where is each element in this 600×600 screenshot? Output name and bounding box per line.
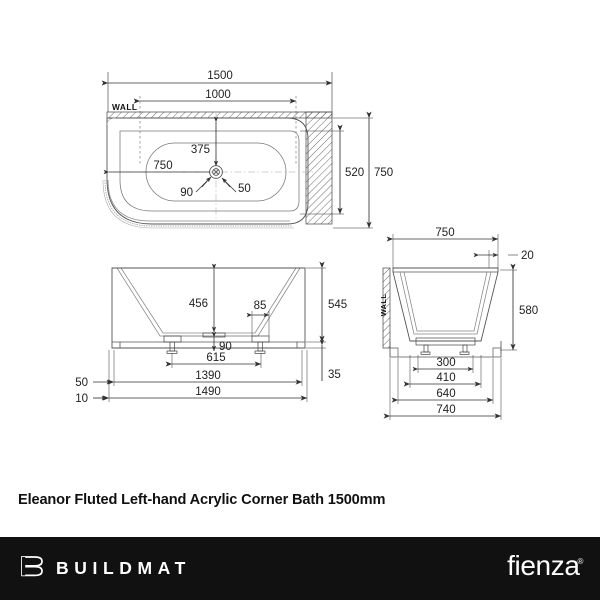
- dim-label: 1390: [195, 370, 221, 382]
- dim-side-410: 410: [403, 355, 482, 388]
- dim-plan-1500: 1500: [101, 70, 333, 112]
- side-support-foot-right: [459, 344, 470, 355]
- side-wall-hatch: [382, 267, 391, 349]
- dim-label: 615: [206, 352, 225, 364]
- dim-label: 580: [519, 305, 538, 317]
- dim-side-20: 20: [473, 250, 534, 268]
- dim-label: 375: [191, 144, 210, 156]
- front-bowl-profile-outer: [116, 267, 301, 337]
- dim-front-1490: 1490: [102, 350, 308, 402]
- dim-side-750: 750: [386, 227, 499, 268]
- dim-side-300: 300: [412, 355, 474, 373]
- dim-plan-50-diagonal: 50: [221, 177, 251, 195]
- page-title: Eleanor Fluted Left-hand Acrylic Corner …: [18, 492, 386, 508]
- fienza-wordmark: fienza: [507, 550, 580, 581]
- plan-wall-hatch-right: [305, 111, 333, 225]
- dim-label: 456: [189, 298, 208, 310]
- dim-label: 1490: [195, 386, 221, 398]
- plan-view-group: 1500 1000 WALL: [101, 70, 393, 229]
- side-bath-outer-outline: [392, 267, 499, 342]
- side-plinth-outline: [389, 341, 502, 358]
- side-support-foot-left: [420, 344, 431, 355]
- dim-label: 300: [436, 357, 455, 369]
- plan-fluted-edge-scallop: [104, 179, 292, 227]
- dim-label: 740: [436, 404, 455, 416]
- dim-plan-375: 375: [191, 116, 219, 167]
- front-support-foot-left: [163, 335, 182, 354]
- brand-footer: BUILDMAT fienza®: [0, 537, 600, 600]
- plan-bath-rim-outline: [119, 130, 300, 212]
- dim-label: 90: [180, 187, 193, 199]
- side-plinth-left-step: [390, 347, 399, 357]
- dim-front-10: 10: [75, 393, 108, 405]
- dim-front-90: 90: [211, 331, 232, 353]
- dim-side-740: 740: [383, 358, 502, 420]
- side-wall-label: WALL: [379, 294, 388, 317]
- side-bowl-profile-inner: [403, 271, 488, 332]
- dim-label: 50: [238, 183, 251, 195]
- dim-label: 85: [254, 300, 267, 312]
- dim-label: 90: [219, 341, 232, 353]
- dim-front-615: 615: [165, 352, 262, 368]
- dim-label: 520: [345, 167, 364, 179]
- plan-wall-label: WALL: [112, 102, 138, 112]
- dim-label: 35: [328, 369, 341, 381]
- dim-label: 1000: [205, 89, 231, 101]
- dim-label: 545: [328, 299, 347, 311]
- side-plinth-right-step: [492, 347, 501, 357]
- dim-label: 750: [435, 227, 454, 239]
- plan-fluted-edge-outer-line: [102, 179, 294, 229]
- dim-side-580: 580: [500, 263, 538, 351]
- dim-plan-520: 520: [300, 124, 364, 215]
- front-bowl-profile-inner: [120, 267, 297, 334]
- buildmat-wordmark: BUILDMAT: [56, 557, 191, 578]
- dim-plan-90-diagonal: 90: [180, 176, 212, 199]
- side-bowl-profile-outer: [399, 271, 492, 335]
- dim-label: 410: [436, 372, 455, 384]
- dim-front-35: 35: [306, 339, 341, 381]
- technical-drawing-svg: 1500 1000 WALL: [75, 70, 538, 420]
- dim-label: 20: [521, 250, 534, 262]
- buildmat-logo[interactable]: BUILDMAT: [20, 553, 191, 583]
- side-elevation-group: 750 20 WALL: [379, 227, 538, 420]
- dim-front-85: 85: [246, 300, 270, 336]
- registered-trademark-icon: ®: [577, 557, 584, 566]
- plan-fluted-edge-inner-line: [107, 179, 290, 222]
- dim-label: 750: [153, 160, 172, 172]
- dim-front-1390: 1390: [107, 350, 303, 386]
- technical-drawing-area: 1500 1000 WALL: [75, 70, 538, 420]
- product-title-bar: Eleanor Fluted Left-hand Acrylic Corner …: [0, 480, 600, 537]
- dim-plan-1000: 1000: [133, 89, 297, 165]
- plan-wall-hatch-top: [106, 111, 333, 119]
- front-elevation-group: 456 85 90: [75, 261, 347, 405]
- dim-plan-750-horiz: 750: [103, 160, 210, 175]
- dim-front-545: 545: [306, 261, 347, 343]
- dim-label: 1500: [207, 70, 233, 82]
- dim-label: 750: [374, 167, 393, 179]
- front-support-foot-right: [251, 335, 270, 354]
- plan-fluted-edge-top-return: [106, 117, 117, 126]
- front-waste-boss: [202, 332, 226, 338]
- front-plinth-left-step: [112, 341, 121, 349]
- dim-front-50: 50: [75, 377, 113, 389]
- fienza-logo[interactable]: fienza®: [507, 550, 583, 582]
- dim-side-640: 640: [391, 358, 494, 404]
- dim-front-456: 456: [189, 263, 217, 333]
- dim-label: 50: [75, 377, 88, 389]
- side-support-cradle: [415, 337, 476, 346]
- dim-label: 640: [436, 388, 455, 400]
- buildmat-b-logo-icon: [20, 554, 47, 583]
- plan-bath-outer-outline: [106, 117, 309, 225]
- front-plinth-right-step: [296, 341, 305, 349]
- dim-label: 10: [75, 393, 88, 405]
- dim-plan-750-vert: 750: [333, 111, 393, 229]
